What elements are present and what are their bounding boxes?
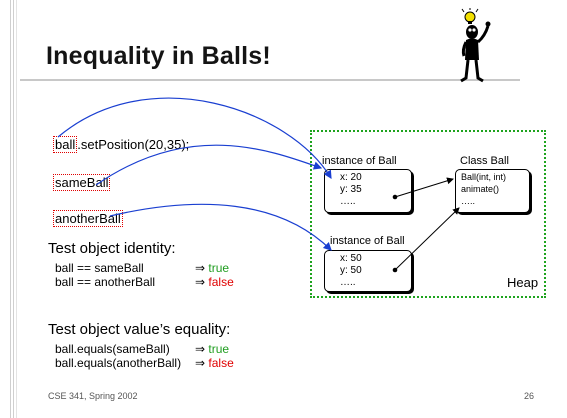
identity-row-result: ⇒ true (195, 261, 229, 275)
equality-row-result: ⇒ true (195, 342, 229, 356)
class-ball-header: Class Ball (460, 155, 509, 167)
same-ball-ref-box: sameBall (53, 174, 111, 191)
equality-row-expr: ball.equals(sameBall) (55, 342, 170, 356)
lightbulb-figure-icon (460, 8, 491, 83)
equality-row-expr: ball.equals(anotherBall) (55, 356, 182, 370)
footer-page-number: 26 (524, 391, 535, 401)
identity-row-result: ⇒ false (195, 275, 234, 289)
equality-heading: Test object value’s equality: (48, 321, 231, 338)
instance1-y: y: 35 (340, 184, 362, 195)
implies-icon: ⇒ (195, 356, 206, 370)
identity-heading: Test object identity: (48, 240, 176, 257)
code-line-set-position: ball.setPosition(20,35); (53, 136, 190, 153)
instance2-more: ….. (340, 277, 356, 288)
code-line-same-ball: sameBall (53, 174, 111, 191)
left-border-line (13, 0, 14, 418)
instance2-box (324, 250, 412, 292)
class-ball-constructor: Ball(int, int) (461, 172, 507, 182)
title-container: Inequality in Balls! (46, 42, 271, 71)
left-border-line (16, 0, 17, 418)
instance2-y: y: 50 (340, 265, 362, 276)
instance1-box (324, 169, 412, 213)
instance1-x: x: 20 (340, 172, 362, 183)
class-ball-box (455, 169, 530, 213)
equality-row-result: ⇒ false (195, 356, 234, 370)
implies-icon: ⇒ (195, 261, 206, 275)
result-false: false (208, 275, 234, 289)
class-ball-more: ….. (461, 196, 476, 206)
another-ball-ref-box: anotherBall (53, 210, 123, 227)
footer-course: CSE 341, Spring 2002 (48, 391, 138, 401)
instance1-more: ….. (340, 196, 356, 207)
result-false: false (208, 356, 234, 370)
instance1-header: instance of Ball (322, 155, 397, 167)
code-line-another-ball: anotherBall (53, 210, 123, 227)
slide-title: Inequality in Balls! (46, 42, 271, 70)
identity-row-expr: ball == sameBall (55, 261, 144, 275)
instance2-x: x: 50 (340, 253, 362, 264)
implies-icon: ⇒ (195, 342, 206, 356)
identity-row-expr: ball == anotherBall (55, 275, 156, 289)
ball-ref-box: ball (53, 136, 78, 153)
implies-icon: ⇒ (195, 275, 206, 289)
set-position-call: .setPosition(20,35); (77, 137, 190, 152)
result-true: true (208, 261, 230, 275)
heap-label: Heap (507, 275, 539, 290)
left-border-line (10, 0, 11, 418)
result-true: true (208, 342, 230, 356)
instance2-header: instance of Ball (330, 235, 405, 247)
class-ball-method: animate() (461, 184, 500, 194)
title-underline (20, 79, 520, 81)
